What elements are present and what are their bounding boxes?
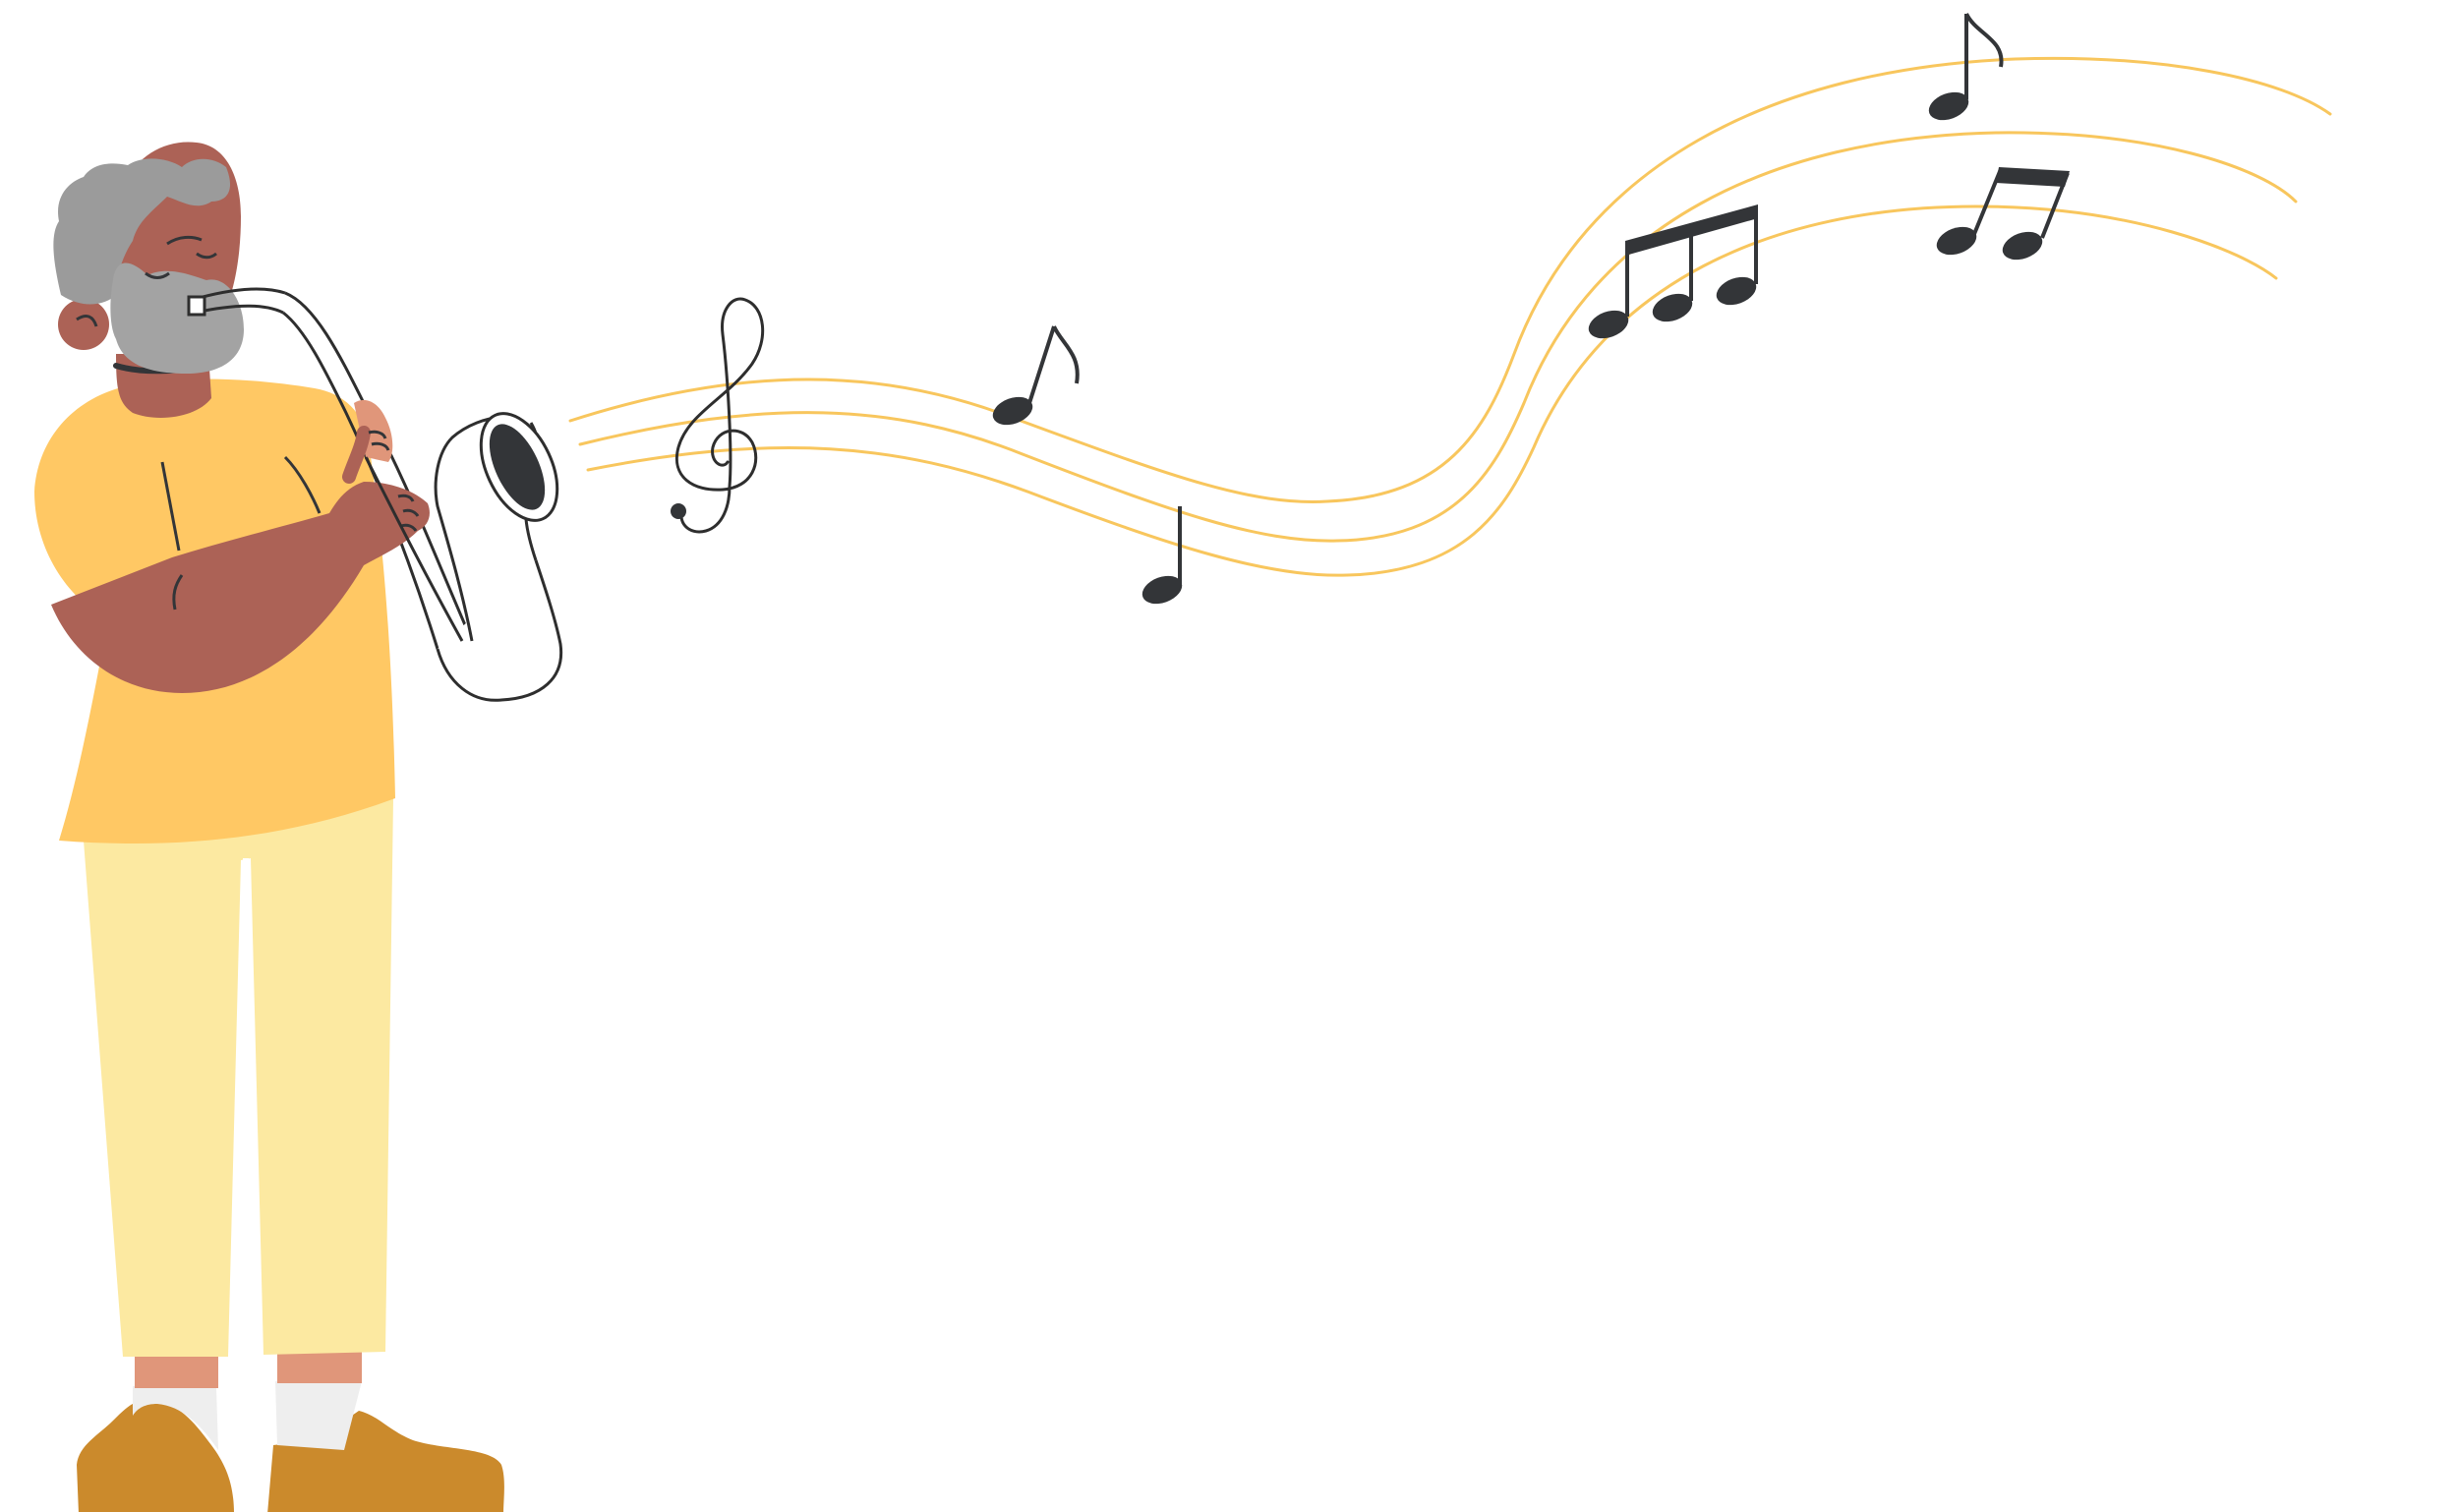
musician-figure <box>34 142 563 1512</box>
ear <box>58 299 109 350</box>
right-ankle <box>277 1352 362 1383</box>
quarter-note-icon <box>1141 506 1183 605</box>
treble-clef-icon <box>671 297 765 534</box>
staff-line-top <box>568 56 2332 503</box>
eighth-note-icon-top <box>1928 13 2004 121</box>
left-ankle <box>135 1352 218 1388</box>
hair <box>53 158 231 305</box>
saxophone-icon <box>187 287 563 702</box>
beard <box>110 262 245 374</box>
pants <box>84 798 393 1357</box>
left-sock <box>133 1386 218 1450</box>
staff-line-middle <box>578 131 2298 543</box>
beamed-sixteenth-notes-icon <box>1588 204 1758 339</box>
treble-clef-outline <box>675 297 765 534</box>
eighth-note-icon <box>992 325 1080 426</box>
arm <box>51 482 430 693</box>
beamed-eighth-notes-icon <box>1936 167 2070 261</box>
staff-line-bottom <box>586 204 2278 577</box>
music-staff <box>568 56 2332 577</box>
treble-clef-dot <box>671 503 686 519</box>
right-sock <box>275 1381 362 1450</box>
left-shoe <box>77 1399 234 1512</box>
